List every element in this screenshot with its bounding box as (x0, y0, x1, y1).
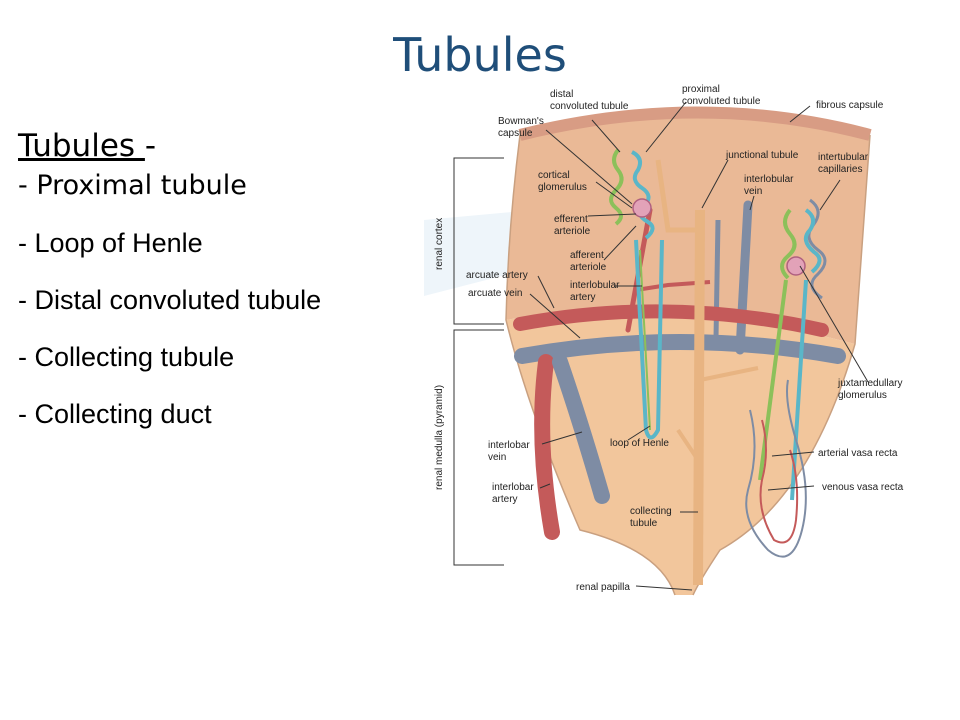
label-arcuate-artery: arcuate artery (466, 270, 528, 281)
leader-junctional (701, 159, 729, 209)
leader-bowman (545, 129, 633, 205)
label-interlobular-vein: interlobular vein (744, 174, 796, 197)
leader-efferent (587, 213, 637, 217)
arcuate-vein-vessel (514, 334, 846, 364)
label-venous-vasa-recta: venous vasa recta (822, 482, 904, 493)
juxtamedullary-nephron (745, 198, 827, 558)
bullet-distal-convoluted-tubule: - Distal convoluted tubule (18, 285, 322, 315)
bullet-collecting-tubule: - Collecting tubule (18, 342, 235, 372)
collecting-duct (693, 209, 705, 586)
label-afferent-arteriole: afferent arteriole (570, 250, 607, 273)
bullet-heading: Tubules - (18, 128, 418, 164)
bullet-heading-dash: - (144, 128, 157, 164)
medulla-region (506, 310, 855, 595)
kidney-section (505, 106, 872, 596)
collecting-system (655, 159, 759, 586)
label-interlobar-vein: interlobar vein (488, 440, 532, 463)
diagram-labels: distal convoluted tubule proximal convol… (434, 84, 905, 593)
cortical-loop-of-henle (634, 239, 664, 440)
slide-title: Tubules (393, 28, 567, 82)
leader-afferent (603, 225, 637, 261)
fibrous-capsule-band (518, 106, 872, 141)
leader-papilla (635, 585, 693, 591)
collecting-branch (676, 428, 700, 462)
label-interlobular-artery: interlobular artery (570, 280, 622, 303)
leader-distal (591, 119, 621, 153)
label-juxtamedullary-glomerulus: juxtamedullary glomerulus (837, 378, 905, 401)
leader-proximal (645, 101, 687, 153)
leader-arcuate-vein (529, 293, 581, 339)
interlobular-vein-vessel (735, 200, 753, 355)
label-loop-of-henle: loop of Henle (610, 438, 669, 449)
label-efferent-arteriole: efferent arteriole (554, 214, 591, 237)
juxta-distal-tubule (780, 208, 797, 280)
interlobar-vein-vessel (552, 354, 610, 504)
bullet-heading-text: Tubules (18, 128, 145, 164)
leader-interlobar-vein (541, 431, 583, 445)
cortical-nephron (609, 148, 664, 440)
leader-interlobular-vein (749, 195, 755, 211)
nephron-diagram: distal convoluted tubule proximal convol… (424, 84, 905, 596)
interlobar-artery-vessel (534, 354, 560, 540)
cortex-bracket (453, 157, 504, 325)
junctional-tubule-line (655, 159, 700, 233)
leader-cortical-glom (595, 181, 633, 209)
leader-venous-vasa (767, 485, 815, 491)
juxta-proximal-tubule (803, 208, 822, 274)
label-fibrous-capsule: fibrous capsule (816, 100, 884, 111)
leader-lines (529, 101, 869, 591)
label-collecting-tubule: collecting tubule (630, 506, 674, 529)
collecting-branch-right (699, 366, 759, 382)
leader-intertubular (819, 179, 841, 211)
bullet-proximal-tubule: - Proximal tubule (18, 170, 247, 201)
label-cortical-glomerulus: cortical glomerulus (538, 170, 587, 193)
bullet-collecting-duct: - Collecting duct (18, 399, 212, 429)
region-brackets (453, 157, 504, 566)
leader-arterial-vasa (771, 451, 815, 457)
label-renal-cortex: renal cortex (434, 218, 445, 270)
label-bowmans-capsule: Bowman's capsule (498, 116, 547, 139)
vasa-recta-mesh (745, 379, 807, 558)
wedge-edge-left (505, 134, 676, 596)
leader-juxta-glom (799, 265, 869, 383)
bullet-loop-of-henle: - Loop of Henle (18, 228, 203, 258)
cortical-loop-inner (639, 249, 651, 431)
label-proximal-convoluted-tubule: proximal convoluted tubule (682, 84, 761, 107)
cortical-glomerulus-shape (632, 198, 652, 218)
label-distal-convoluted-tubule: distal convoluted tubule (550, 89, 629, 112)
juxta-descending-limb (758, 279, 788, 481)
leader-arcuate-artery (537, 275, 555, 309)
vasa-recta-mesh-2 (759, 419, 799, 544)
cortical-proximal-tubule (631, 150, 655, 240)
label-renal-papilla: renal papilla (576, 582, 630, 593)
label-arcuate-vein: arcuate vein (468, 288, 522, 299)
label-interlobar-artery: interlobar artery (492, 482, 536, 505)
juxtamedullary-glomerulus-shape (786, 256, 806, 276)
label-arterial-vasa-recta: arterial vasa recta (818, 448, 898, 459)
wedge-edge-right (692, 134, 871, 596)
label-junctional-tubule: junctional tubule (725, 150, 799, 161)
juxta-capillaries (807, 198, 827, 300)
leader-interlobar-artery (539, 483, 551, 489)
label-renal-medulla: renal medulla (pyramid) (434, 385, 445, 490)
leader-fibrous (789, 105, 811, 123)
leader-loop-henle (627, 425, 651, 441)
label-intertubular-capillaries: intertubular capillaries (818, 152, 871, 175)
bullet-list: Tubules - - Proximal tubule - Loop of He… (18, 128, 418, 432)
medulla-bracket (453, 329, 504, 566)
arcuate-artery-vessel (513, 304, 829, 337)
